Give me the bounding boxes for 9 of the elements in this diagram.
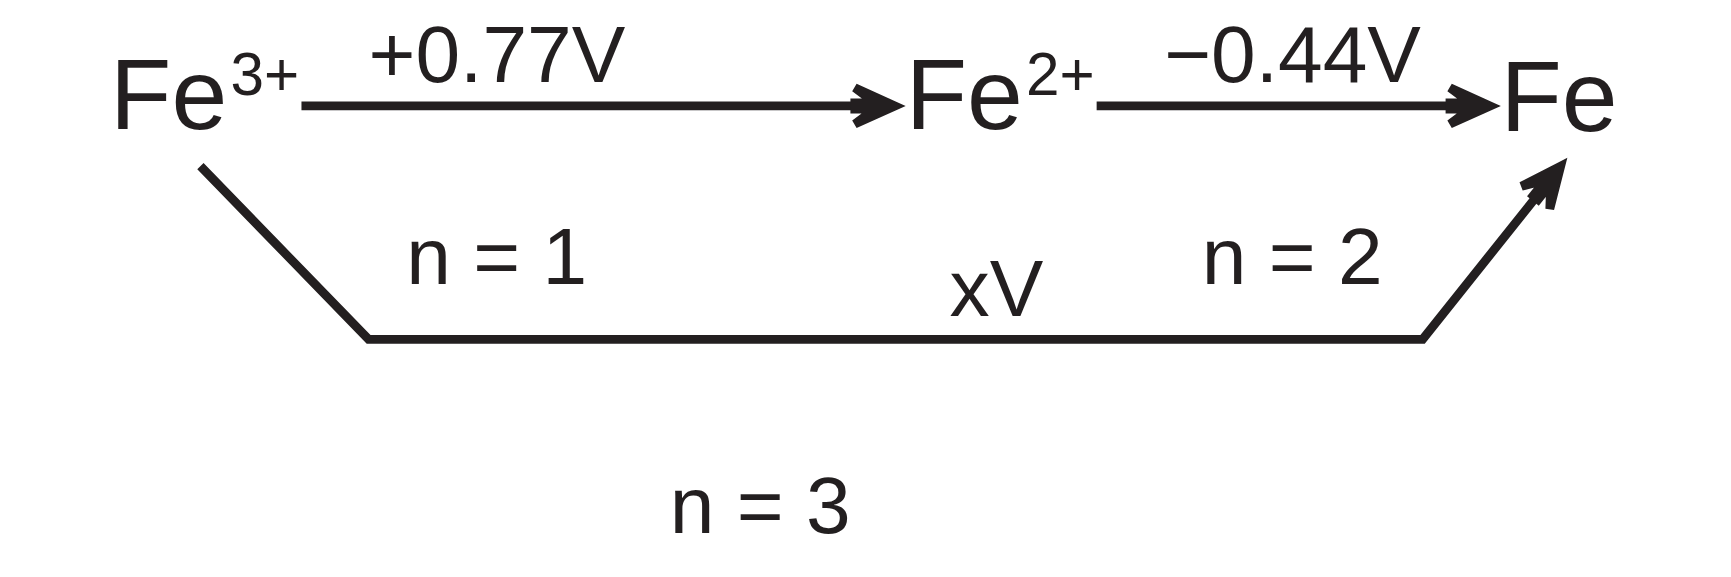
- edge-label: −0.44V: [1164, 9, 1421, 100]
- label: n = 1: [406, 211, 588, 302]
- label: n = 2: [1201, 211, 1383, 302]
- node-text: Fe$^{3+}$: [110, 37, 300, 150]
- edge-label: xV: [949, 242, 1044, 333]
- node-text: Fe: [1500, 40, 1618, 153]
- node-text: Fe$^{2+}$: [905, 37, 1095, 150]
- label: n = 3: [669, 459, 851, 550]
- edge-label: +0.77V: [368, 9, 626, 100]
